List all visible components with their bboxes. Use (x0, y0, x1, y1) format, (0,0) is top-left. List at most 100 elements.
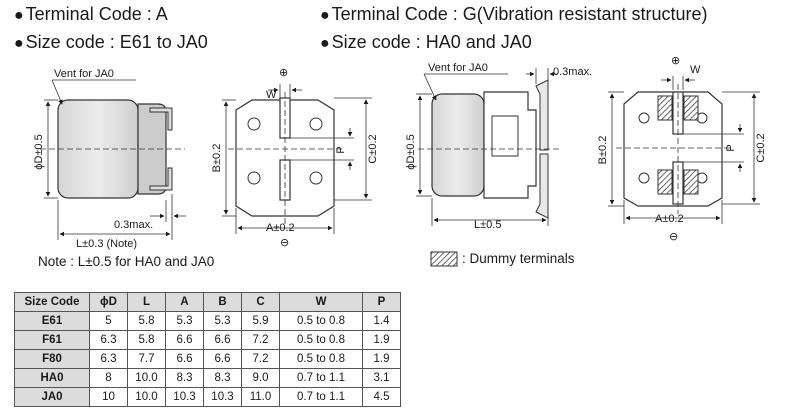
B-label-left: B±0.2 (211, 144, 223, 173)
table-cell: 7.2 (241, 330, 280, 350)
column-header: C (241, 292, 280, 312)
table-cell: 0.5 to 0.8 (279, 349, 363, 369)
dummy-terminal (683, 95, 699, 121)
bullet-icon: ● (14, 7, 24, 24)
table-cell: 0.7 to 1.1 (279, 368, 363, 388)
table-cell: 1.9 (362, 330, 401, 350)
table-header-row: Size Code ϕD L A B C W P (14, 292, 401, 312)
table-cell: 5.8 (127, 330, 166, 350)
minus-icon: ⊖ (280, 237, 289, 249)
column-header: Size Code (14, 292, 90, 312)
table-cell: 5.3 (165, 311, 204, 331)
table-cell: 10.0 (127, 387, 166, 407)
table-cell: 6.6 (203, 349, 242, 369)
mount-hole-icon (247, 171, 261, 185)
table-cell: 5.9 (241, 311, 280, 331)
bullet-icon: ● (14, 35, 24, 52)
table-cell: 8.3 (165, 368, 204, 388)
table-cell: 6.3 (89, 330, 128, 350)
bullet-icon: ● (320, 35, 330, 52)
A-label-right: A±0.2 (655, 213, 684, 225)
table-cell: 7.7 (127, 349, 166, 369)
table-cell: 8.3 (203, 368, 242, 388)
table-cell: 0.7 to 1.1 (279, 387, 363, 407)
terminal-bottom (149, 167, 173, 191)
table-cell: 10 (89, 387, 128, 407)
table-cell: 6.3 (89, 349, 128, 369)
dummy-terminals-legend: : Dummy terminals (462, 251, 575, 266)
column-header: B (203, 292, 242, 312)
W-label-left: W (266, 89, 277, 101)
table-cell: 11.0 (241, 387, 280, 407)
plus-icon: ⊕ (671, 55, 680, 67)
bottom-view-a: W ⊕ B±0.2 C±0.2 P A±0.2 ⊖ (211, 67, 379, 249)
size-code-cell: JA0 (14, 387, 90, 407)
minus-icon: ⊖ (669, 231, 678, 243)
header-text: Size code : HA0 and JA0 (331, 32, 532, 52)
terminal-top (149, 107, 173, 131)
base-recess (491, 115, 519, 157)
header-text: Size code : E61 to JA0 (25, 32, 208, 52)
table-cell: 1.4 (362, 311, 401, 331)
W-label-right: W (690, 64, 701, 76)
size-code-cell: F80 (14, 349, 90, 369)
terminal-top (535, 79, 549, 151)
table-cell: 8 (89, 368, 128, 388)
table-cell: 3.1 (362, 368, 401, 388)
dummy-terminal (657, 169, 673, 195)
B-label-right: B±0.2 (597, 136, 609, 165)
column-header: P (362, 292, 401, 312)
column-header: W (279, 292, 363, 312)
vent-label-left: Vent for JA0 (54, 68, 114, 80)
capacitor-body (431, 93, 485, 197)
table-cell: 5.8 (127, 311, 166, 331)
column-header: ϕD (89, 292, 128, 312)
mount-hole-icon (309, 171, 323, 185)
L-note-label: L±0.3 (Note) (76, 238, 137, 250)
length-note: Note : L±0.5 for HA0 and JA0 (38, 254, 215, 269)
header-text: Terminal Code : A (25, 4, 168, 24)
side-view-g: ϕD±0.5 Vent for JA0 0.3max. L±0.5 (405, 62, 592, 231)
A-label-left: A±0.2 (266, 222, 295, 234)
side-view-a: ϕD±0.5 Vent for JA0 L±0.3 (Note) 0.3max. (33, 68, 186, 250)
P-label-right: P (725, 144, 737, 151)
size-code-cell: HA0 (14, 368, 90, 388)
table-cell: 10.0 (127, 368, 166, 388)
header-size-left: ●Size code : E61 to JA0 (14, 32, 208, 54)
table-cell: 7.2 (241, 349, 280, 369)
table-cell: 10.3 (165, 387, 204, 407)
column-header: A (165, 292, 204, 312)
size-code-cell: F61 (14, 330, 90, 350)
header-terminal-g: ●Terminal Code : G(Vibration resistant s… (320, 4, 707, 26)
size-code-cell: E61 (14, 311, 90, 331)
bottom-view-g: W ⊕ B±0.2 C±0.2 P A±0.2 ⊖ (597, 55, 767, 243)
mount-hole-icon (638, 172, 650, 184)
table-cell: 6.6 (165, 330, 204, 350)
table-cell: 5.3 (203, 311, 242, 331)
header-text: Terminal Code : G(Vibration resistant st… (331, 4, 708, 24)
phiD-label: ϕD±0.5 (405, 134, 417, 169)
table-cell: 9.0 (241, 368, 280, 388)
dummy-terminal (683, 169, 699, 195)
max-label-left: 0.3max. (114, 219, 153, 231)
table-cell: 0.5 to 0.8 (279, 311, 363, 331)
P-label-left: P (335, 146, 347, 153)
table-cell: 6.6 (165, 349, 204, 369)
C-label-right: C±0.2 (755, 133, 767, 162)
L-label-right: L±0.5 (474, 219, 501, 231)
bullet-icon: ● (320, 7, 330, 24)
mount-hole-icon (247, 117, 261, 131)
table-cell: 5 (89, 311, 128, 331)
terminal-bottom (535, 153, 549, 219)
plus-icon: ⊕ (279, 67, 288, 79)
mount-hole-icon (309, 117, 323, 131)
C-label-left: C±0.2 (367, 134, 379, 163)
table-cell: 0.5 to 0.8 (279, 330, 363, 350)
